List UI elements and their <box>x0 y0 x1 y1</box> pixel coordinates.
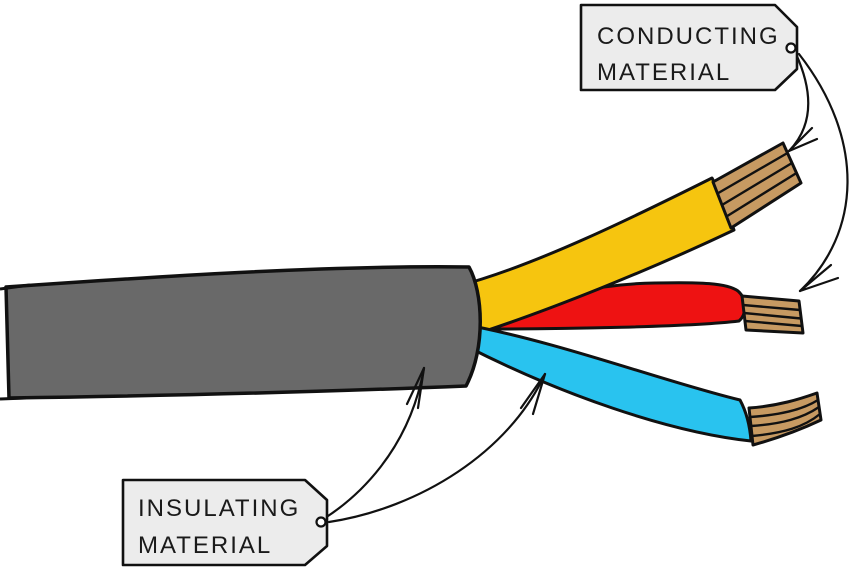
blue-wire-insulation <box>460 322 753 443</box>
conducting-material-tag: CONDUCTING MATERIAL <box>579 3 799 92</box>
copper-strand-lines <box>742 303 803 328</box>
sheath-sketch-tick-bottom-left <box>0 396 27 401</box>
copper-strand-lines <box>716 151 798 218</box>
copper-strand-bundle <box>747 391 823 447</box>
arrow-conducting-to-yellow-strands <box>787 52 819 153</box>
arrowhead <box>787 126 819 153</box>
conducting-label-line2: MATERIAL <box>597 59 731 86</box>
curved-arrow-icon <box>327 372 547 524</box>
arrowhead <box>798 263 840 293</box>
conducting-label-line1: CONDUCTING <box>597 23 780 50</box>
arrow-insulating-to-sheath <box>323 366 426 520</box>
insulating-label-line1: INSULATING <box>138 495 300 522</box>
curved-arrow-icon <box>323 366 426 520</box>
tag-shape <box>579 3 799 92</box>
arrow-insulating-to-blue-wire <box>327 372 547 524</box>
red-wire-copper-strands <box>740 294 805 335</box>
arrowhead <box>519 372 547 416</box>
curved-arrow-icon <box>797 52 849 293</box>
copper-strand-lines <box>749 398 821 438</box>
tag-hole-icon <box>785 42 797 54</box>
insulating-label-line2: MATERIAL <box>138 532 272 559</box>
curved-arrow-icon <box>787 52 810 153</box>
arrowhead <box>405 366 426 410</box>
arrow-conducting-to-red-strands <box>797 52 849 293</box>
tag-hole-icon <box>315 516 327 528</box>
insulating-material-tag: INSULATING MATERIAL <box>121 478 329 567</box>
copper-strand-bundle <box>711 141 803 230</box>
yellow-wire-copper-strands <box>711 141 803 230</box>
sheath-sketch-tick-top-left <box>0 283 31 291</box>
cable-outer-sheath <box>4 265 482 400</box>
blue-wire-copper-strands <box>747 391 823 447</box>
tag-shape <box>121 478 329 567</box>
